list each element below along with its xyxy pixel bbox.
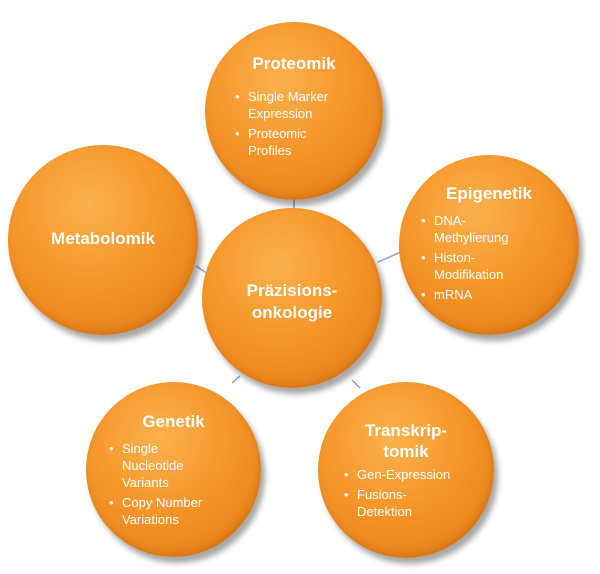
list-item: DNA- Methylierung [421, 212, 561, 246]
list-item: Histon- Modifikation [421, 249, 561, 283]
bullet-list: Gen-Expression Fusions- Detektion [344, 466, 484, 523]
connector-transkriptomik [351, 379, 361, 389]
bullet-list: Single Marker Expression Proteomic Profi… [235, 88, 375, 162]
node-title: Metabolomik [51, 229, 155, 248]
list-item: mRNA [421, 286, 561, 303]
node-title: Transkrip- tomik [364, 421, 448, 461]
list-item: Fusions- Detektion [344, 486, 484, 520]
node-transkriptomik: Transkrip- tomik Gen-Expression Fusions-… [318, 382, 494, 558]
list-item: Single Nucleotide Variants [109, 440, 249, 491]
list-item: Gen-Expression [344, 466, 484, 483]
node-genetik: Genetik Single Nucleotide Variants Copy … [86, 382, 261, 557]
list-item: Proteomic Profiles [235, 125, 375, 159]
node-epigenetik: Epigenetik DNA- Methylierung Histon- Mod… [399, 155, 579, 335]
node-proteomik: Proteomik Single Marker Expression Prote… [205, 22, 383, 200]
bullet-list: Single Nucleotide Variants Copy Number V… [109, 440, 249, 531]
connector-epigenetik [377, 251, 402, 263]
bullet-list: DNA- Methylierung Histon- Modifikation m… [421, 212, 561, 306]
node-title: Epigenetik [446, 184, 532, 203]
list-item: Copy Number Variations [109, 494, 249, 528]
node-title: Proteomik [252, 54, 336, 73]
node-metabolomik: Metabolomik [8, 145, 198, 335]
list-item: Single Marker Expression [235, 88, 375, 122]
center-title: Präzisions- onkologie [246, 281, 338, 322]
node-center: Präzisions- onkologie [202, 208, 382, 388]
connector-genetik [231, 375, 241, 384]
node-title: Genetik [142, 412, 205, 431]
